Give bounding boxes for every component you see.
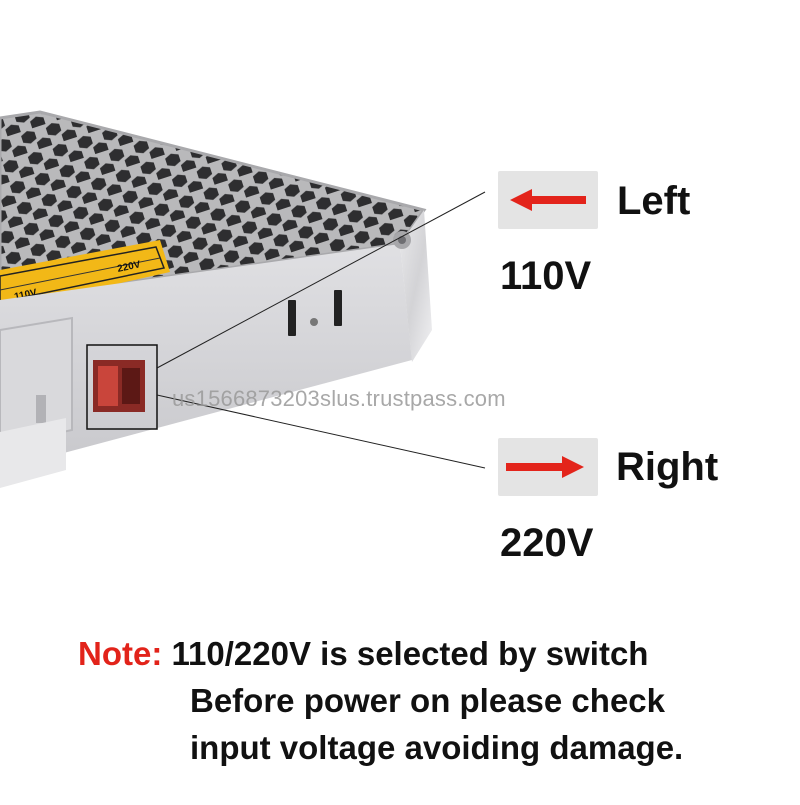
arrow-right-icon [506, 456, 584, 478]
note-line-3: input voltage avoiding damage. [190, 729, 684, 766]
right-direction-label: Right [616, 445, 719, 489]
voltage-switch [86, 344, 158, 430]
left-voltage-label: 110V [500, 254, 592, 298]
side-panel [393, 210, 432, 362]
arrow-left-icon [510, 189, 586, 211]
right-arrow-box [498, 438, 598, 496]
callout-lines [156, 191, 486, 469]
note-line-2: Before power on please check [190, 682, 666, 719]
note-line-1: Note: 110/220V is selected by switch [78, 630, 778, 677]
terminal-slots [288, 290, 342, 336]
sticker-220v-label: 220V [116, 259, 141, 275]
watermark-text: us1566873203slus.trustpass.com [172, 386, 506, 411]
note-line-1-text: 110/220V is selected by switch [171, 635, 649, 672]
right-voltage-label: 220V [500, 521, 594, 565]
left-arrow-box [498, 171, 598, 229]
note-prefix: Note: [78, 635, 163, 672]
front-panel [0, 244, 412, 488]
left-direction-label: Left [617, 179, 691, 223]
note-block: Note: 110/220V is selected by switch Bef… [78, 630, 778, 771]
